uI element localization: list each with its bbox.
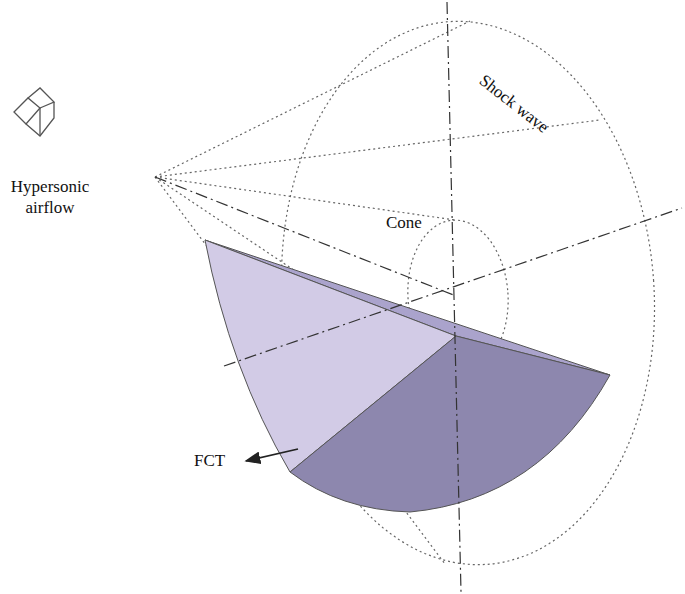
part-label: Cone: [386, 212, 446, 233]
fct-body: [205, 240, 610, 512]
airflow-icon: [14, 88, 54, 136]
shock-wave-cone: [155, 9, 673, 578]
part-label: Shock wave: [475, 70, 553, 138]
part-label: FCT: [194, 450, 238, 471]
axis-lines: [155, 2, 682, 592]
leader-arrow: [246, 449, 298, 461]
flow-label: Hypersonic airflow: [2, 176, 98, 219]
